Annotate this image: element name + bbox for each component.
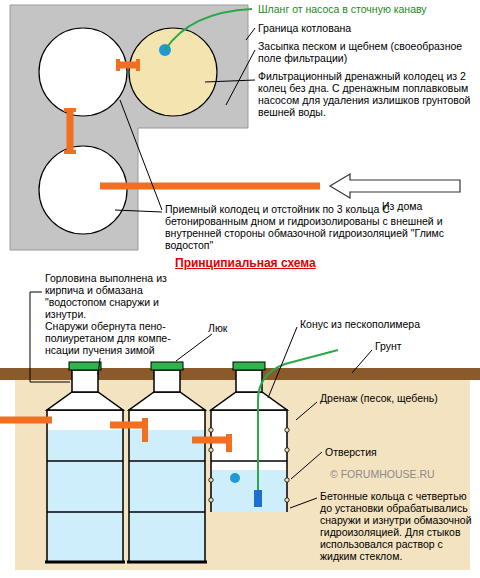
leader-line	[268, 327, 297, 398]
holes-label: Отверстия	[325, 446, 465, 458]
cone	[47, 392, 123, 410]
pipe-flange	[64, 150, 76, 154]
ring-joint	[129, 460, 205, 462]
settling-well	[45, 362, 125, 562]
neck-label: Горловина выполнена из кирпича и обмазан…	[45, 272, 175, 320]
pit-label: Граница котлована	[258, 22, 468, 34]
pipe	[67, 110, 74, 152]
pipe-flange	[64, 108, 76, 112]
hatch	[69, 362, 101, 370]
pipe	[118, 62, 138, 69]
receiving-well	[39, 146, 127, 234]
well-body	[47, 410, 123, 562]
neck	[236, 370, 262, 392]
insulation-label: Снаружи обернута пено- полиуретаном для …	[45, 320, 195, 356]
water	[129, 430, 205, 562]
leader-line	[205, 80, 255, 82]
cone-label: Конус из пескополимера	[300, 318, 470, 330]
hatch	[151, 362, 183, 370]
hole	[285, 498, 289, 502]
leader-line	[98, 358, 100, 375]
filter-well	[209, 350, 338, 512]
pump-hose	[165, 9, 252, 50]
leader-line	[176, 334, 212, 361]
inlet-arrow	[330, 174, 460, 198]
inlet-pipe	[100, 183, 320, 190]
leader-lines	[115, 28, 255, 212]
leader-line	[352, 350, 372, 373]
pump-hose	[258, 350, 338, 490]
ground-label: Грунт	[375, 340, 465, 352]
settling-well	[39, 28, 127, 116]
hatch-label: Люк	[208, 322, 248, 334]
pipes	[0, 418, 232, 452]
water	[47, 430, 123, 562]
well-label: Приемный колодец и отстойник по 3 кольца…	[165, 203, 470, 251]
well-label: Фильтрационный дренажный колодец из 2 ко…	[258, 70, 472, 118]
ring-joint	[211, 460, 287, 462]
hole	[209, 448, 213, 452]
well-body	[211, 410, 287, 512]
pipe-tee	[226, 434, 232, 452]
well-wall	[129, 410, 205, 562]
well-bottom	[127, 561, 207, 564]
backfill-label: Засыпка песком и щебнем (своеобразное по…	[258, 40, 468, 64]
leader-line	[120, 100, 162, 210]
leader-line	[115, 210, 162, 212]
leader-line	[291, 452, 322, 479]
title: Принципиальная схема	[175, 256, 316, 270]
ring-joint	[47, 511, 123, 513]
hole	[285, 478, 289, 482]
inlet-pipe	[0, 417, 52, 424]
ring-joint	[47, 460, 123, 462]
drainage-label: Дренаж (песок, щебень)	[320, 392, 470, 404]
float	[230, 473, 240, 483]
watermark: © FORUMHOUSE.RU	[330, 468, 470, 480]
water	[211, 470, 287, 512]
well-wall	[211, 410, 287, 512]
neck	[154, 370, 180, 392]
inlet-label: Из дома	[382, 200, 472, 212]
well-wall	[47, 410, 123, 562]
pipe-tee	[142, 418, 148, 442]
pipe-flange	[136, 59, 140, 71]
pipe-flange	[116, 59, 120, 71]
leader-line	[296, 402, 317, 420]
hole	[209, 428, 213, 432]
hole	[209, 498, 213, 502]
neck	[72, 370, 98, 392]
leader-line	[226, 50, 255, 105]
hatch	[233, 362, 265, 370]
ring-joint	[129, 511, 205, 513]
hole	[285, 428, 289, 432]
receiving-well	[127, 362, 207, 562]
well-bottom	[45, 561, 125, 564]
well-body	[129, 410, 205, 562]
cone	[211, 392, 287, 410]
rings-label: Бетонные кольца с четвертью до установки…	[320, 490, 475, 562]
hole	[209, 478, 213, 482]
hole	[285, 448, 289, 452]
pump	[254, 490, 262, 507]
leader-line	[290, 498, 317, 508]
leader-line	[246, 28, 255, 40]
hose-label: Шланг от насоса в сточную канаву	[258, 3, 473, 15]
cone	[129, 392, 205, 410]
